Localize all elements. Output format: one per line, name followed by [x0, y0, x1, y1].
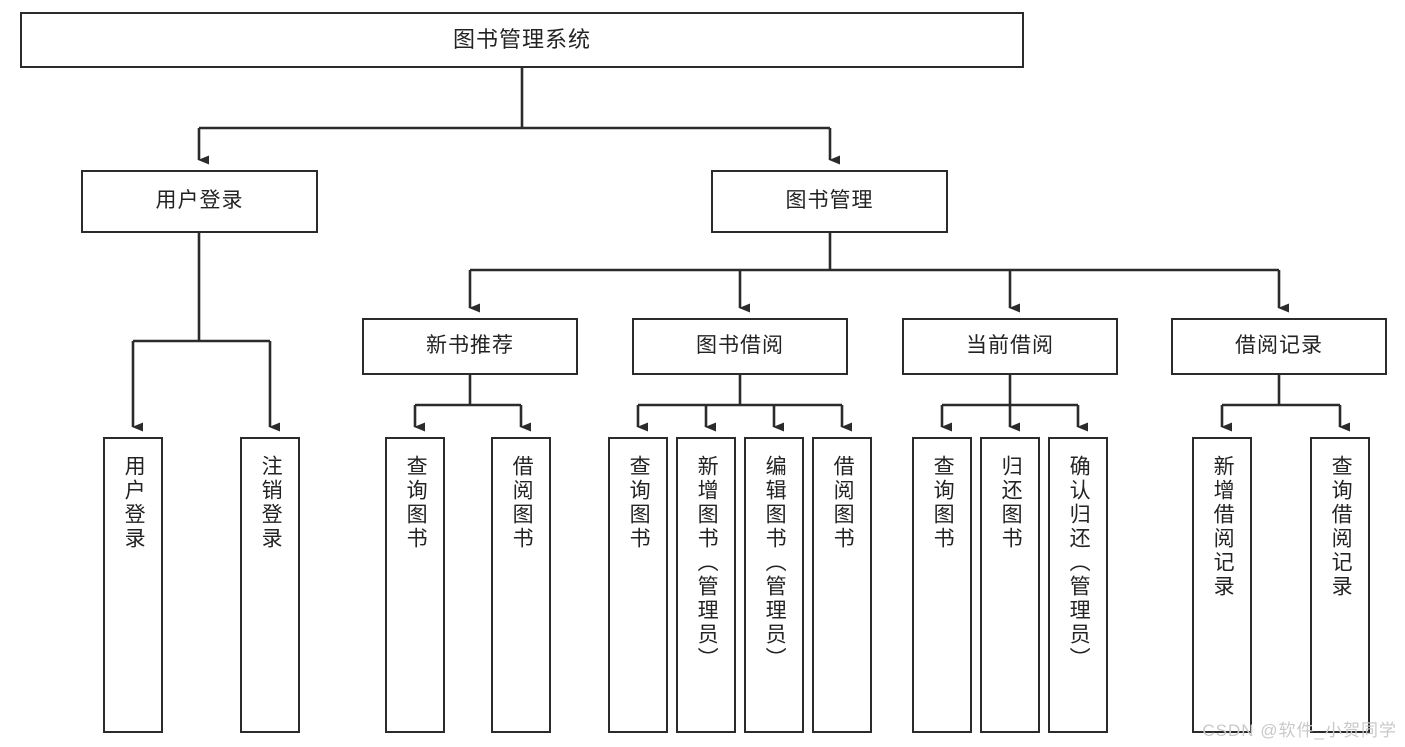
leaf-query-book-borrow[interactable]: 查询图书 — [608, 437, 668, 733]
node-book-borrow[interactable]: 图书借阅 — [632, 318, 848, 375]
leaf-confirm-return-admin[interactable]: 确认归还（管理员） — [1048, 437, 1108, 733]
node-label: 归还图书 — [999, 455, 1023, 551]
node-label: 新增借阅记录 — [1211, 455, 1235, 599]
node-label: 当前借阅 — [966, 334, 1054, 358]
node-label: 借阅图书 — [510, 455, 534, 551]
node-label: 图书管理 — [785, 189, 874, 213]
node-label: 查询借阅记录 — [1329, 455, 1353, 599]
leaf-add-book-admin[interactable]: 新增图书（管理员） — [676, 437, 736, 733]
node-label: 用户登录 — [122, 455, 146, 551]
leaf-query-borrow-record[interactable]: 查询借阅记录 — [1310, 437, 1370, 733]
node-label: 用户登录 — [155, 189, 244, 213]
node-current-borrow[interactable]: 当前借阅 — [902, 318, 1118, 375]
leaf-borrow-book[interactable]: 借阅图书 — [812, 437, 872, 733]
node-label: 注销登录 — [259, 455, 283, 551]
leaf-user-login[interactable]: 用户登录 — [103, 437, 163, 733]
leaf-query-book-new-rec[interactable]: 查询图书 — [385, 437, 445, 733]
node-borrow-record[interactable]: 借阅记录 — [1171, 318, 1387, 375]
node-label: 确认归还（管理员） — [1067, 455, 1091, 671]
node-label: 查询图书 — [627, 455, 651, 551]
leaf-user-logout[interactable]: 注销登录 — [240, 437, 300, 733]
node-label: 查询图书 — [404, 455, 428, 551]
leaf-return-book[interactable]: 归还图书 — [980, 437, 1040, 733]
node-label: 图书借阅 — [696, 334, 784, 358]
csdn-watermark: CSDN @软件_小贺同学 — [1202, 721, 1397, 740]
node-root-book-management-system[interactable]: 图书管理系统 — [20, 12, 1024, 68]
leaf-add-borrow-record[interactable]: 新增借阅记录 — [1192, 437, 1252, 733]
node-label: 新增图书（管理员） — [695, 455, 719, 671]
node-book-manage[interactable]: 图书管理 — [711, 170, 948, 233]
leaf-borrow-book-new-rec[interactable]: 借阅图书 — [491, 437, 551, 733]
node-user-login[interactable]: 用户登录 — [81, 170, 318, 233]
leaf-query-book-current[interactable]: 查询图书 — [912, 437, 972, 733]
node-label: 图书管理系统 — [452, 27, 591, 53]
leaf-edit-book-admin[interactable]: 编辑图书（管理员） — [744, 437, 804, 733]
node-label: 借阅图书 — [831, 455, 855, 551]
node-new-book-recommendation[interactable]: 新书推荐 — [362, 318, 578, 375]
node-label: 新书推荐 — [426, 334, 514, 358]
node-label: 编辑图书（管理员） — [763, 455, 787, 671]
node-label: 查询图书 — [931, 455, 955, 551]
node-label: 借阅记录 — [1235, 334, 1323, 358]
